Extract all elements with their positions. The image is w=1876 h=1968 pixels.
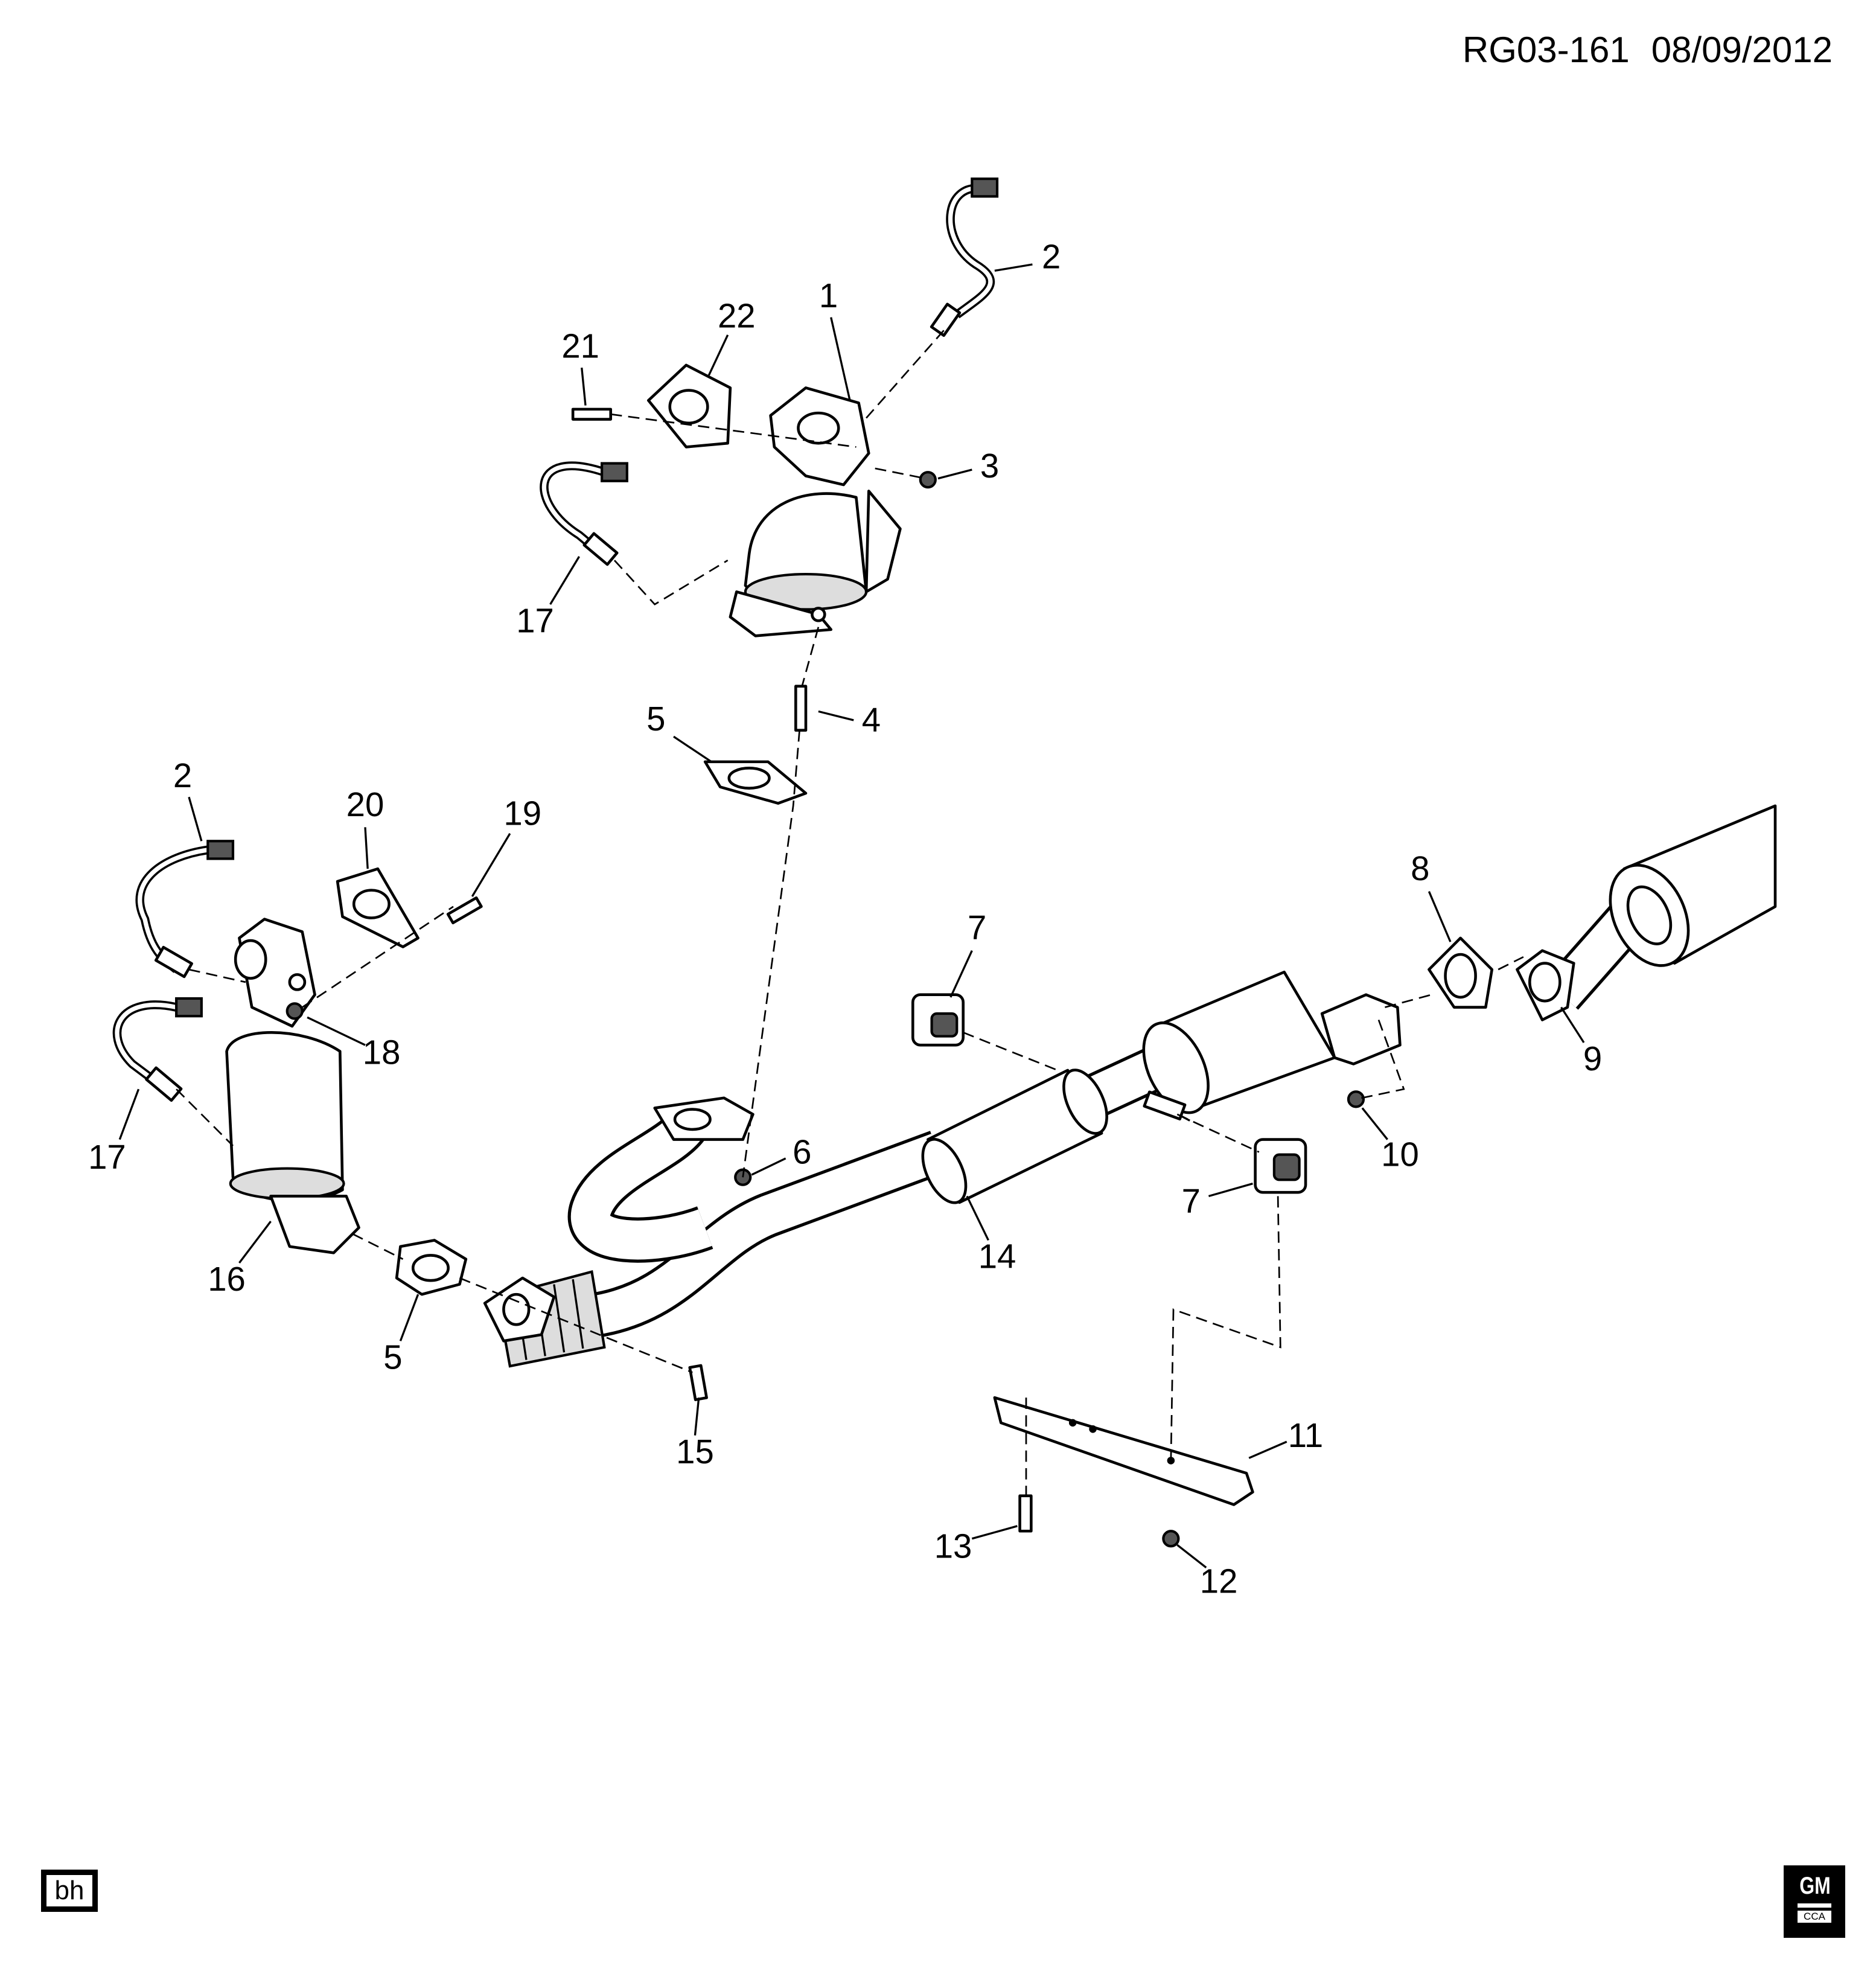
- nut-18: [286, 1002, 304, 1020]
- stud-4: [794, 685, 808, 732]
- callout-6: 6: [793, 1133, 811, 1171]
- callout-20: 20: [346, 785, 384, 823]
- gm-logo: GM CCA: [1784, 1865, 1845, 1938]
- assembly-lines: [176, 329, 1524, 1496]
- callout-12: 12: [1200, 1562, 1238, 1600]
- callout-11: 11: [1288, 1416, 1323, 1454]
- gasket-20: [336, 867, 420, 948]
- hanger-7-lower: [1254, 1138, 1307, 1194]
- callout-1: 1: [819, 276, 838, 315]
- diagram-header: RG03-161 08/09/2012: [1463, 29, 1833, 71]
- flex-joint: [483, 1270, 606, 1368]
- stud-21: [571, 407, 613, 421]
- nut-10: [1347, 1090, 1365, 1108]
- bolt-15: [688, 1364, 708, 1401]
- callout-13: 13: [934, 1527, 972, 1565]
- callout-5-upper: 5: [646, 700, 665, 738]
- callout-19: 19: [503, 794, 541, 832]
- oxygen-sensor-2-upper: [930, 177, 999, 337]
- callout-2-upper: 2: [1042, 238, 1061, 276]
- diagram-id: RG03-161: [1462, 30, 1630, 70]
- nut-3: [919, 471, 937, 489]
- callout-8: 8: [1411, 849, 1429, 887]
- callout-15: 15: [676, 1433, 714, 1471]
- fasteners: [286, 407, 1365, 1548]
- gasket-22: [646, 363, 732, 449]
- callout-16: 16: [208, 1260, 246, 1298]
- muffler: [1544, 804, 1777, 1010]
- callout-22: 22: [718, 297, 756, 335]
- callout-10: 10: [1381, 1136, 1419, 1174]
- oxygen-sensor-2-lower: [135, 840, 235, 979]
- flange-9: [1516, 949, 1575, 1021]
- catalytic-converter-16: [225, 918, 360, 1254]
- gasket-5-upper: [703, 760, 808, 805]
- hanger-7-upper: [911, 993, 965, 1047]
- callout-4: 4: [862, 701, 881, 739]
- callout-21: 21: [561, 327, 599, 365]
- gm-logo-sub: CCA: [1798, 1911, 1831, 1923]
- oxygen-sensor-17-upper: [540, 461, 628, 566]
- callout-14: 14: [978, 1238, 1016, 1276]
- callout-9: 9: [1583, 1040, 1602, 1078]
- callouts: 1 2 22 21 3 17 4 5 2 20 19 18 17 7 8 9 1…: [88, 238, 1602, 1600]
- gm-logo-bar: [1798, 1903, 1831, 1908]
- gasket-8: [1428, 936, 1494, 1009]
- illustrator-initials-box: bh: [41, 1870, 98, 1912]
- exhaust-pipe-14: [567, 1043, 1175, 1338]
- callout-7-lower: 7: [1182, 1182, 1201, 1220]
- callout-17-lower: 17: [88, 1138, 126, 1176]
- nut-12: [1162, 1530, 1180, 1548]
- diagram-date: 08/09/2012: [1651, 30, 1833, 70]
- bolt-13: [1018, 1494, 1033, 1533]
- leader-lines: [118, 263, 1585, 1569]
- oxygen-sensor-17-lower: [112, 997, 203, 1102]
- callout-3: 3: [980, 447, 999, 485]
- catalytic-converter-1: [729, 386, 902, 637]
- catalytic-converter-rear: [1142, 970, 1402, 1122]
- callout-18: 18: [363, 1034, 401, 1072]
- gm-logo-main: GM: [1799, 1873, 1831, 1899]
- callout-17-upper: 17: [516, 601, 554, 639]
- gasket-5-lower: [395, 1239, 468, 1296]
- callout-2-lower: 2: [173, 756, 192, 794]
- bracket-11: [993, 1396, 1254, 1506]
- callout-5-lower: 5: [383, 1338, 402, 1376]
- stud-19: [446, 896, 483, 925]
- callout-7-upper: 7: [968, 909, 986, 947]
